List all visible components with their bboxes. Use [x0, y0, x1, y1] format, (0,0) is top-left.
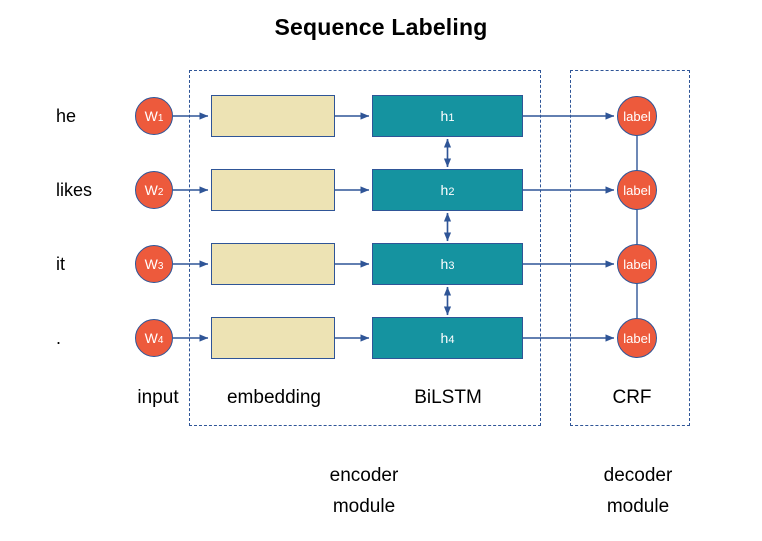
token-node-2-base: W: [144, 182, 158, 198]
token-node-4-base: W: [144, 330, 158, 346]
bilstm-cell-1-base: h: [440, 108, 449, 124]
label-node-2[interactable]: label: [617, 170, 657, 210]
bilstm-cell-2-base: h: [440, 182, 449, 198]
token-node-3-base: W: [144, 256, 158, 272]
bilstm-cell-4-index: 4: [448, 333, 455, 346]
caption-decoder-line1: decoder: [603, 465, 673, 486]
embedding-box-2[interactable]: [211, 169, 335, 211]
bilstm-cell-3-index: 3: [448, 259, 455, 272]
label-node-4[interactable]: label: [617, 318, 657, 358]
embedding-box-3[interactable]: [211, 243, 335, 285]
decoder-module-boundary: [570, 70, 690, 426]
token-node-1-index: 1: [157, 113, 164, 124]
caption-encoder-line1: encoder: [329, 465, 399, 486]
token-node-4-index: 4: [157, 335, 164, 346]
encoder-module-boundary: [189, 70, 541, 426]
caption-input: input: [137, 387, 179, 408]
token-node-2-index: 2: [157, 187, 164, 198]
caption-decoder-module: decoder module: [558, 460, 718, 522]
caption-crf: CRF: [612, 387, 652, 408]
embedding-box-4[interactable]: [211, 317, 335, 359]
embedding-box-1[interactable]: [211, 95, 335, 137]
token-node-1-base: W: [144, 108, 158, 124]
caption-bilstm: BiLSTM: [414, 387, 482, 408]
label-node-1[interactable]: label: [617, 96, 657, 136]
token-node-3-index: 3: [157, 261, 164, 272]
caption-encoder-line2: module: [332, 496, 396, 517]
caption-embedding: embedding: [226, 387, 322, 408]
input-word-3: it: [56, 254, 65, 274]
bilstm-cell-4-base: h: [440, 330, 449, 346]
input-word-1: he: [56, 106, 77, 126]
bilstm-cell-1-index: 1: [448, 111, 455, 124]
page-title: Sequence Labeling: [274, 14, 488, 40]
bilstm-cell-2-index: 2: [448, 185, 455, 198]
bilstm-cell-3-base: h: [440, 256, 449, 272]
input-word-2: likes: [56, 180, 93, 200]
input-word-4: .: [56, 328, 62, 348]
label-node-3[interactable]: label: [617, 244, 657, 284]
caption-encoder-module: encoder module: [284, 460, 444, 522]
caption-decoder-line2: module: [606, 496, 670, 517]
